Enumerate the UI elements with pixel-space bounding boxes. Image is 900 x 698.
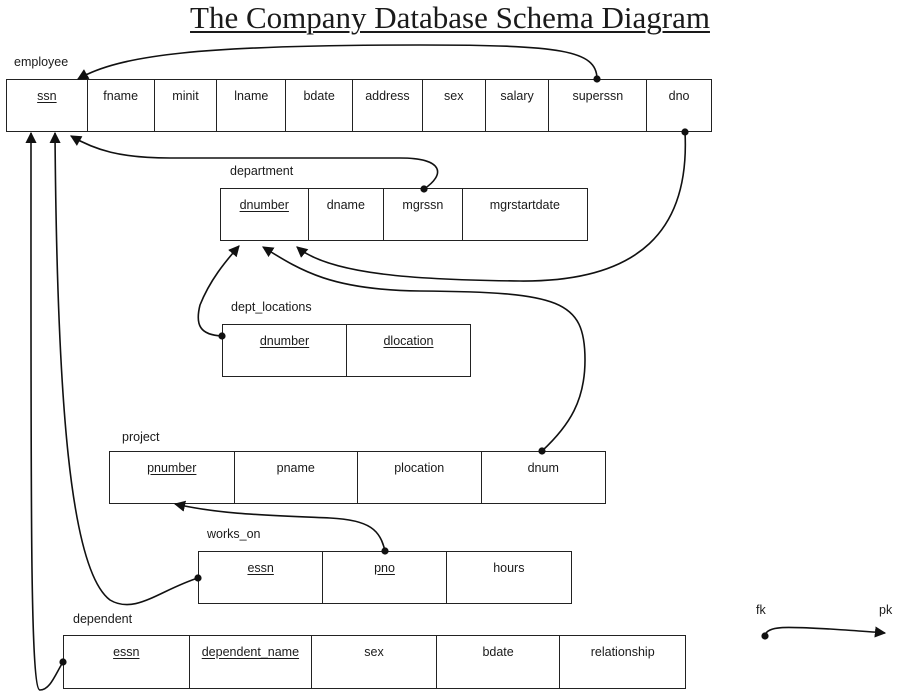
primary-key-name: dlocation (383, 334, 434, 348)
table-label-dept-locations: dept_locations (231, 300, 312, 314)
column-name: dno (668, 89, 690, 103)
primary-key-name: dnumber (259, 334, 310, 348)
column-name: dnum (527, 461, 559, 475)
column-dept-locations-dnumber: dnumber (223, 325, 346, 376)
column-employee-lname: lname (216, 80, 285, 131)
column-works-on-pno: pno (322, 552, 445, 603)
table-project: pnumber pname plocation dnum (109, 451, 606, 504)
fk-dot-workson-essn (194, 574, 202, 582)
legend-pk-label: pk (879, 603, 893, 617)
column-project-dnum: dnum (480, 452, 606, 503)
table-works-on: essn pno hours (198, 551, 572, 604)
fk-dot-mgrssn (420, 185, 428, 193)
link-dependent-essn-to-ssn (25, 131, 64, 691)
column-name: mgrssn (402, 198, 444, 212)
table-label-works-on: works_on (207, 527, 261, 541)
column-name: minit (172, 89, 199, 103)
column-name: superssn (572, 89, 624, 103)
column-name: bdate (303, 89, 335, 103)
link-dnum-to-dnumber (262, 246, 586, 452)
column-project-pnumber: pnumber (110, 452, 234, 503)
link-superssn-to-ssn (77, 44, 598, 80)
column-department-dnumber: dnumber (221, 189, 308, 240)
table-label-department: department (230, 164, 294, 178)
column-employee-fname: fname (86, 80, 154, 131)
table-department: dnumber dname mgrssn mgrstartdate (220, 188, 588, 241)
table-dependent: essn dependent_name sex bdate relationship (63, 635, 686, 689)
column-employee-dno: dno (646, 80, 711, 131)
column-dependent-relationship: relationship (559, 636, 685, 688)
primary-key-name: pnumber (147, 461, 197, 475)
column-name: salary (500, 89, 534, 103)
link-deptloc-dnumber-to-dnumber (197, 245, 240, 337)
legend-fk-dot (761, 632, 769, 640)
column-dept-locations-dlocation: dlocation (346, 325, 470, 376)
column-project-pname: pname (233, 452, 358, 503)
column-name: sex (444, 89, 464, 103)
fk-dot-deptloc-dnumber (218, 332, 226, 340)
primary-key-name: pno (374, 561, 395, 575)
column-works-on-essn: essn (199, 552, 322, 603)
column-works-on-hours: hours (445, 552, 571, 603)
column-department-dname: dname (307, 189, 384, 240)
primary-key-name: dnumber (239, 198, 289, 212)
column-name: sex (364, 645, 384, 659)
column-name: relationship (590, 645, 655, 659)
column-name: address (365, 89, 410, 103)
fk-dot-pno (381, 547, 389, 555)
link-dno-to-dnumber (296, 131, 687, 282)
fk-dot-superssn (593, 75, 601, 83)
link-workson-essn-to-ssn (49, 131, 199, 606)
primary-key-name: ssn (37, 89, 57, 103)
column-name: plocation (394, 461, 445, 475)
fk-dot-dependent-essn (59, 658, 67, 666)
table-dept-locations: dnumber dlocation (222, 324, 471, 377)
column-employee-ssn: ssn (7, 80, 87, 131)
column-name: fname (103, 89, 139, 103)
table-label-employee: employee (14, 55, 69, 69)
fk-dot-dno (681, 128, 689, 136)
table-label-project: project (122, 430, 160, 444)
fk-dot-dnum (538, 447, 546, 455)
column-name: dname (326, 198, 365, 212)
primary-key-name: dependent_name (201, 645, 300, 659)
column-dependent-bdate: bdate (435, 636, 560, 688)
column-dependent-essn: essn (64, 636, 189, 688)
column-name: mgrstartdate (489, 198, 560, 212)
column-employee-sex: sex (421, 80, 485, 131)
column-department-mgrssn: mgrssn (383, 189, 462, 240)
primary-key-name: essn (247, 561, 274, 575)
column-name: pname (276, 461, 315, 475)
link-pno-to-pnumber (173, 500, 386, 552)
column-name: bdate (482, 645, 514, 659)
legend-arrow (764, 626, 887, 638)
column-name: hours (493, 561, 525, 575)
column-name: lname (234, 89, 269, 103)
column-employee-superssn: superssn (548, 80, 646, 131)
column-employee-bdate: bdate (285, 80, 352, 131)
column-employee-address: address (352, 80, 422, 131)
legend-fk-label: fk (756, 603, 766, 617)
column-department-mgrstartdate: mgrstartdate (461, 189, 587, 240)
diagram-title: The Company Database Schema Diagram (190, 0, 710, 35)
column-employee-salary: salary (484, 80, 549, 131)
column-dependent-sex: sex (311, 636, 436, 688)
column-dependent-dependent-name: dependent_name (188, 636, 312, 688)
primary-key-name: essn (113, 645, 140, 659)
column-project-plocation: plocation (357, 452, 481, 503)
column-employee-minit: minit (153, 80, 217, 131)
link-mgrssn-to-ssn (70, 135, 439, 190)
table-label-dependent: dependent (73, 612, 133, 626)
table-employee: ssn fname minit lname bdate address sex salary s… (6, 79, 712, 132)
